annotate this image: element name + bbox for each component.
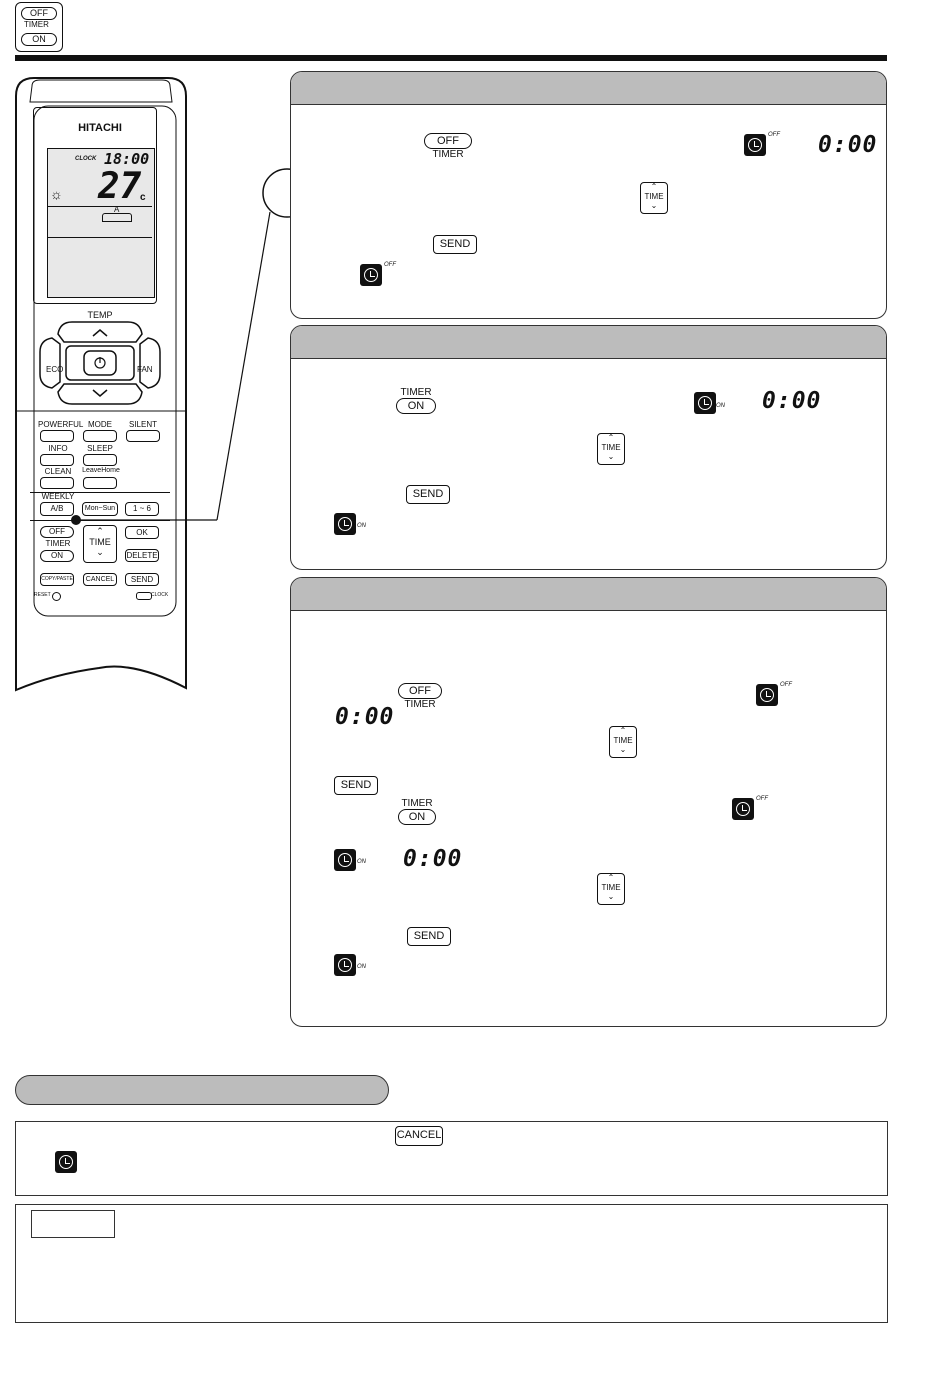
p1-display: 0:00 — [818, 132, 878, 158]
timer-icon — [694, 392, 716, 414]
monsun-button[interactable]: Mon~Sun — [82, 502, 118, 516]
lcd-clock-label: CLOCK — [75, 156, 97, 162]
info-label: INFO — [48, 444, 68, 453]
badge-on: ON — [21, 33, 57, 46]
delete-button[interactable]: DELETE — [125, 549, 159, 562]
panel-off-on-timer — [290, 577, 887, 1027]
temp-label: TEMP — [87, 310, 113, 320]
panel-header — [291, 578, 886, 611]
ok-button[interactable]: OK — [125, 526, 159, 539]
copypaste-button[interactable]: COPY/PASTE — [40, 573, 74, 586]
lcd-divider — [48, 206, 152, 207]
p2-icon-tag-2: ON — [357, 523, 366, 529]
silent-button[interactable] — [126, 430, 160, 442]
sleep-button[interactable] — [83, 454, 117, 466]
timer-icon — [744, 134, 766, 156]
remote-screen — [33, 107, 157, 304]
fan-label[interactable]: FAN — [137, 365, 153, 374]
clean-button[interactable] — [40, 477, 74, 489]
mode-button[interactable] — [83, 430, 117, 442]
note-label-box — [31, 1210, 115, 1238]
timer-icon — [334, 849, 356, 871]
remote-on-button[interactable]: ON — [40, 550, 74, 562]
p3-icon-tag-off: OFF — [780, 682, 792, 688]
p3-icon-tag-off-2: OFF — [756, 796, 768, 802]
mode-label: MODE — [88, 420, 112, 429]
p3-time-button[interactable]: ⌃TIME⌄ — [609, 726, 637, 758]
p2-send-button[interactable]: SEND — [406, 485, 450, 504]
p3-send-button[interactable]: SEND — [334, 776, 378, 795]
cancel-button[interactable]: CANCEL — [395, 1126, 443, 1146]
p1-send-button[interactable]: SEND — [433, 235, 477, 254]
lcd-temperature: 27 — [98, 166, 142, 207]
weekly-label: WEEKLY — [41, 492, 75, 501]
timer-icon — [360, 264, 382, 286]
p3-off-timer-button[interactable]: OFF TIMER — [398, 683, 442, 710]
info-button[interactable] — [40, 454, 74, 466]
remote-divider — [30, 492, 170, 493]
p2-icon-tag: ON — [716, 403, 725, 409]
panel-header — [291, 326, 886, 359]
sleep-label: SLEEP — [87, 444, 113, 453]
p3-icon-tag-on-2: ON — [357, 964, 366, 970]
ab-button[interactable]: A/B — [40, 502, 74, 516]
reset-label: RESET — [34, 592, 51, 598]
dpad[interactable] — [38, 320, 162, 406]
remote-timer-label: TIMER — [45, 539, 71, 548]
p3-on-timer-button[interactable]: TIMER ON — [398, 798, 436, 825]
p2-on-timer-button[interactable]: TIMER ON — [396, 387, 436, 414]
p3-display-on: 0:00 — [403, 846, 463, 872]
lcd-clock-time: 18:00 — [104, 150, 150, 168]
top-rule — [15, 55, 887, 61]
reset-button[interactable] — [52, 592, 61, 601]
p1-off-timer-button[interactable]: OFF TIMER — [424, 133, 472, 160]
p1-time-button[interactable]: ⌃TIME⌄ — [640, 182, 668, 214]
timer-icon — [756, 684, 778, 706]
powerful-button[interactable] — [40, 430, 74, 442]
remote-send-button[interactable]: SEND — [125, 573, 159, 586]
panel-on-timer — [290, 325, 887, 570]
timer-icon — [334, 954, 356, 976]
lcd-divider-2 — [48, 237, 152, 238]
eco-label[interactable]: ECO — [46, 365, 64, 374]
timer-icon — [334, 513, 356, 535]
p1-icon-tag: OFF — [768, 132, 780, 138]
p3-icon-tag-on: ON — [357, 859, 366, 865]
powerful-label: POWERFUL — [38, 420, 84, 429]
leavehome-button[interactable] — [83, 477, 117, 489]
p3-send-button-2[interactable]: SEND — [407, 927, 451, 946]
p2-time-button[interactable]: ⌃TIME⌄ — [597, 433, 625, 465]
lcd-temp-unit: c — [140, 192, 146, 203]
p3-display-off: 0:00 — [335, 704, 395, 730]
timer-badge: OFF TIMER ON — [15, 2, 63, 52]
lcd-fan-icon — [102, 213, 132, 222]
remote-lcd — [47, 148, 155, 298]
remote-brand: HITACHI — [78, 122, 122, 134]
silent-label: SILENT — [128, 420, 157, 429]
p3-time-button-2[interactable]: ⌃TIME⌄ — [597, 873, 625, 905]
clean-label: CLEAN — [44, 467, 72, 476]
note-box — [15, 1204, 888, 1323]
clock-button[interactable] — [136, 592, 152, 600]
panel-off-timer — [290, 71, 887, 319]
leavehome-label: LeaveHome — [82, 467, 120, 474]
lcd-sun-icon: ☼ — [50, 186, 63, 202]
remote-time-button[interactable]: ⌃ TIME ⌄ — [83, 525, 117, 563]
section-header — [15, 1075, 389, 1105]
p1-icon-tag-2: OFF — [384, 262, 396, 268]
timer-icon — [55, 1151, 77, 1173]
timer-icon — [732, 798, 754, 820]
remote-cancel-button[interactable]: CANCEL — [83, 573, 117, 586]
p2-display: 0:00 — [762, 388, 822, 414]
lcd-mode-mark: A — [114, 205, 120, 214]
remote-time-label: TIME — [89, 537, 111, 547]
clock-label: CLOCK — [151, 592, 169, 598]
badge-off: OFF — [21, 7, 57, 20]
badge-timer: TIMER — [24, 20, 49, 29]
cancel-box — [15, 1121, 888, 1196]
onesix-button[interactable]: 1 ~ 6 — [125, 502, 159, 516]
remote-off-button[interactable]: OFF — [40, 526, 74, 538]
panel-header — [291, 72, 886, 105]
